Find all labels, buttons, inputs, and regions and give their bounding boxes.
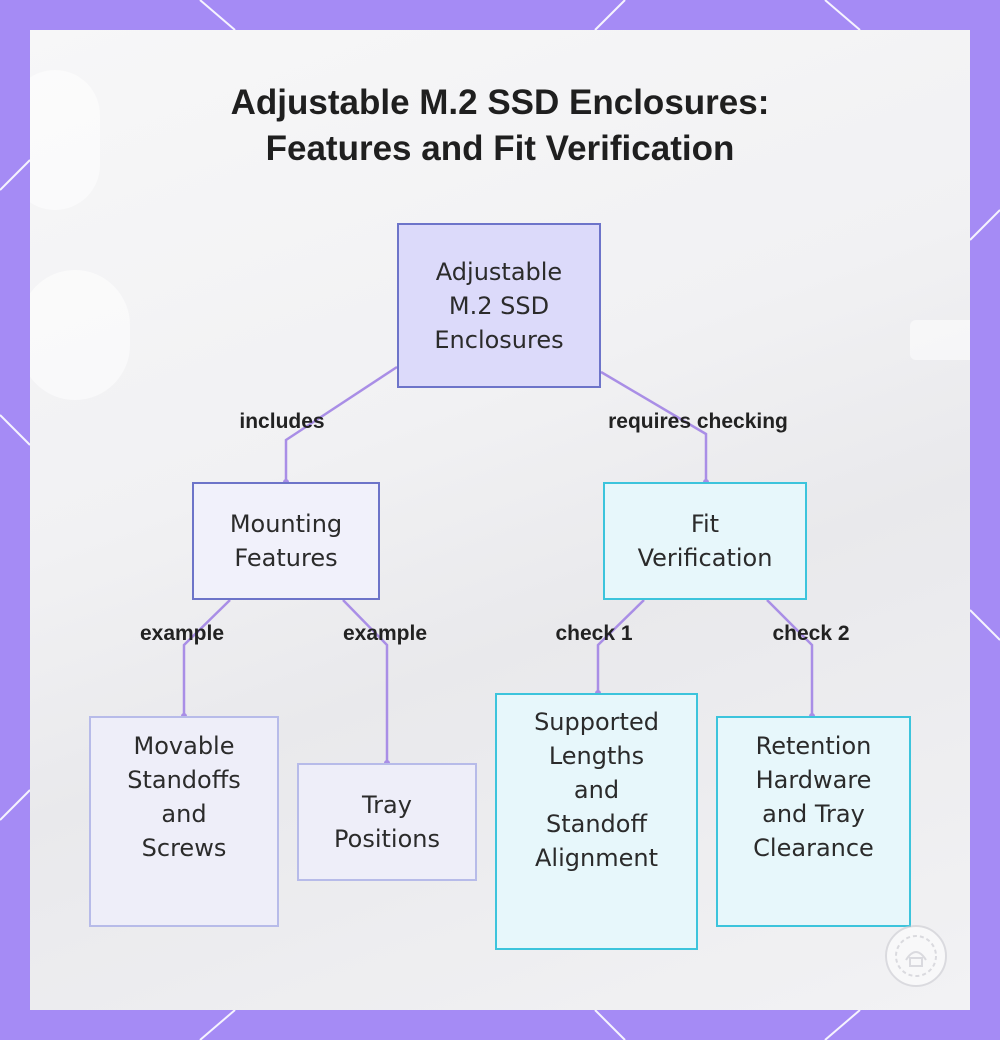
edge-mounting-standoffs (182, 599, 231, 716)
node-text: and (161, 800, 207, 828)
edge-label-example-right: example (342, 622, 428, 645)
node-text: Hardware (755, 766, 872, 794)
edge-root-fit (600, 370, 708, 482)
node-text: Mounting (229, 510, 343, 538)
node-text: and (573, 776, 620, 804)
node-supported-lengths: Supported Lengths and Standoff Alignment (495, 693, 698, 950)
page-title: Adjustable M.2 SSD Enclosures: Features … (0, 80, 1000, 172)
edge-label-check-1: check 1 (555, 622, 633, 645)
title-line-1: Adjustable M.2 SSD Enclosures: (230, 83, 770, 122)
node-text: Supported (534, 708, 659, 736)
node-text: Fit (690, 510, 720, 538)
edge-label-requires-checking: requires checking (608, 410, 788, 433)
logo-icon (885, 925, 947, 987)
edge-fit-retention (766, 599, 814, 716)
node-text: Movable (133, 732, 235, 760)
node-text: Lengths (548, 742, 645, 770)
watermark-shape (910, 320, 970, 360)
node-fit-verification: Fit Verification (603, 482, 807, 600)
edge-label-check-2: check 2 (772, 622, 850, 645)
node-text: Retention (755, 732, 872, 760)
node-text: Verification (637, 544, 773, 572)
node-text: Positions (334, 825, 440, 853)
node-mounting-features: Mounting Features (192, 482, 380, 600)
node-text: Enclosures (434, 325, 564, 354)
edge-mounting-tray (342, 599, 389, 763)
node-text: Tray (362, 791, 412, 819)
node-text: Adjustable (435, 257, 563, 286)
node-text: Screws (141, 834, 227, 862)
node-text: Standoffs (127, 766, 241, 794)
edge-label-includes: includes (239, 410, 325, 433)
node-text: Alignment (535, 844, 658, 872)
watermark-shape (30, 270, 130, 400)
watermark-shape (30, 70, 100, 210)
node-text: and Tray (762, 800, 865, 828)
node-adjustable-enclosures: Adjustable M.2 SSD Enclosures (397, 223, 601, 388)
edge-label-example-left: example (139, 622, 225, 645)
title-line-2: Features and Fit Verification (265, 129, 735, 168)
node-text: Clearance (753, 834, 874, 862)
node-retention-hardware: Retention Hardware and Tray Clearance (716, 716, 911, 927)
node-text: M.2 SSD (448, 291, 550, 320)
node-movable-standoffs: Movable Standoffs and Screws (89, 716, 279, 927)
node-text: Standoff (545, 810, 647, 838)
edge-fit-lengths (596, 599, 645, 693)
node-tray-positions: Tray Positions (297, 763, 477, 881)
node-text: Features (234, 544, 338, 572)
edge-root-mounting (284, 365, 398, 482)
